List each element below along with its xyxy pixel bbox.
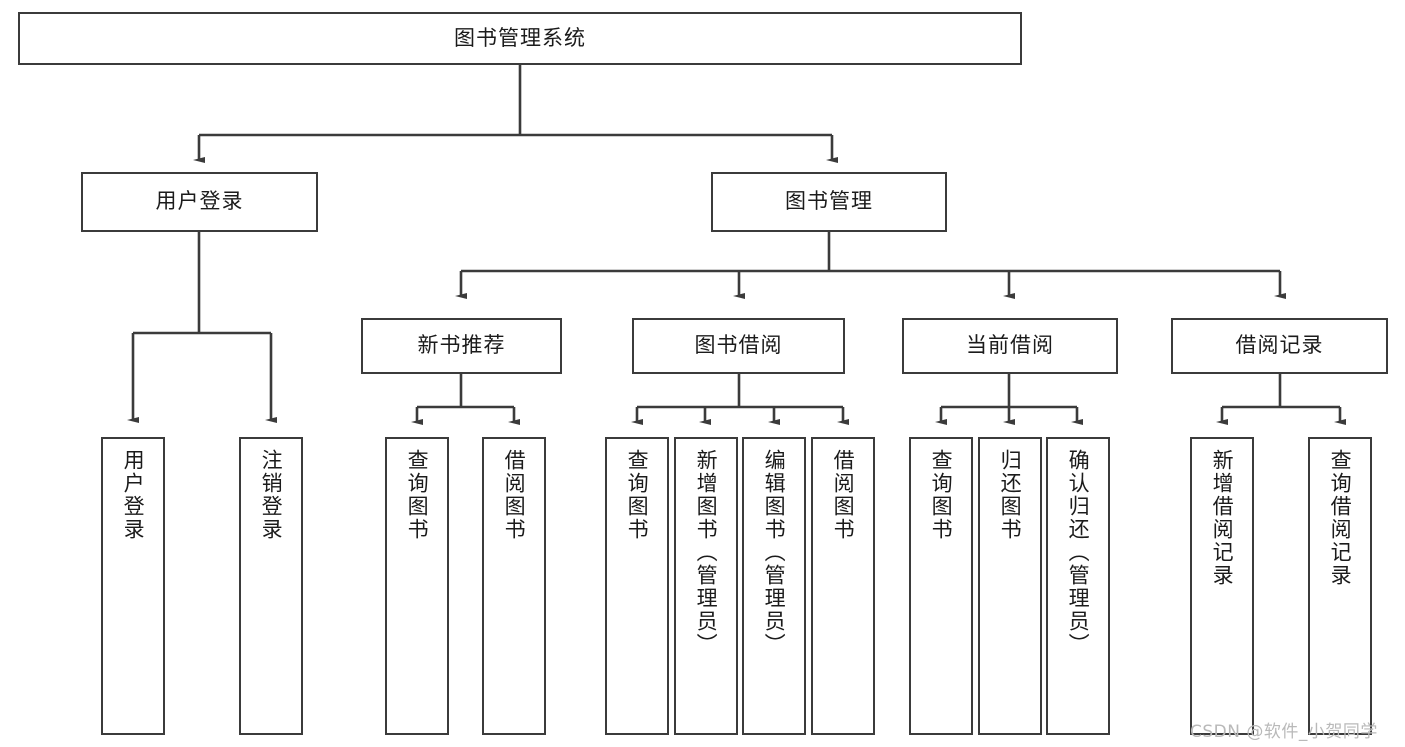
leaf-label: 新增借阅记录 (1210, 449, 1235, 587)
node-leaf-confirm-return[interactable]: 确认归还（管理员） (1046, 437, 1110, 735)
node-book-borrow[interactable]: 图书借阅 (632, 318, 845, 374)
node-leaf-edit-book[interactable]: 编辑图书（管理员） (742, 437, 806, 735)
node-leaf-borrow-book-1[interactable]: 借阅图书 (482, 437, 546, 735)
leaf-label: 确认归还（管理员） (1066, 449, 1091, 656)
leaf-label: 查询借阅记录 (1328, 449, 1353, 587)
node-leaf-query-book-3[interactable]: 查询图书 (909, 437, 973, 735)
leaf-label: 借阅图书 (502, 449, 527, 541)
node-new-book-recommend[interactable]: 新书推荐 (361, 318, 562, 374)
leaf-label: 借阅图书 (831, 449, 856, 541)
leaf-label: 查询图书 (625, 449, 650, 541)
node-leaf-query-book-2[interactable]: 查询图书 (605, 437, 669, 735)
leaf-label: 注销登录 (259, 449, 284, 541)
node-leaf-logout-login[interactable]: 注销登录 (239, 437, 303, 735)
node-root[interactable]: 图书管理系统 (18, 12, 1022, 65)
node-leaf-user-login[interactable]: 用户登录 (101, 437, 165, 735)
node-leaf-borrow-book-2[interactable]: 借阅图书 (811, 437, 875, 735)
node-leaf-return-book[interactable]: 归还图书 (978, 437, 1042, 735)
node-borrow-record[interactable]: 借阅记录 (1171, 318, 1388, 374)
leaf-label: 归还图书 (998, 449, 1023, 541)
node-current-borrow[interactable]: 当前借阅 (902, 318, 1118, 374)
node-user-login[interactable]: 用户登录 (81, 172, 318, 232)
watermark-text: CSDN @软件_小贺同学 (1190, 722, 1378, 742)
leaf-label: 用户登录 (121, 449, 146, 541)
node-leaf-query-book-1[interactable]: 查询图书 (385, 437, 449, 735)
node-leaf-add-record[interactable]: 新增借阅记录 (1190, 437, 1254, 735)
leaf-label: 查询图书 (929, 449, 954, 541)
node-leaf-add-book[interactable]: 新增图书（管理员） (674, 437, 738, 735)
leaf-label: 编辑图书（管理员） (762, 449, 787, 656)
node-leaf-query-record[interactable]: 查询借阅记录 (1308, 437, 1372, 735)
leaf-label: 查询图书 (405, 449, 430, 541)
node-book-manage[interactable]: 图书管理 (711, 172, 947, 232)
leaf-label: 新增图书（管理员） (694, 449, 719, 656)
